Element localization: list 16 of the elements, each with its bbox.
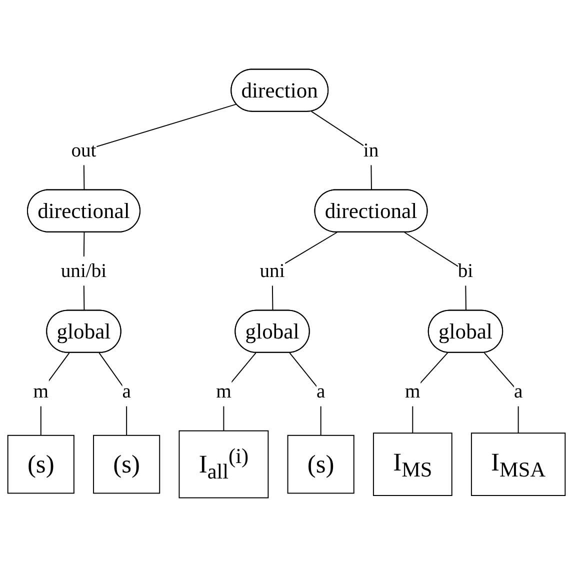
- node-box: I$_{MSA}$: [470, 432, 566, 496]
- edge-label: uni: [260, 260, 285, 282]
- edge-label: in: [363, 140, 379, 162]
- edge-label: a: [316, 380, 326, 402]
- edge-label: out: [71, 140, 96, 162]
- edge-label: uni/bi: [60, 260, 107, 282]
- edge-label: a: [122, 380, 131, 402]
- node-box: I$_{MS}$: [372, 432, 452, 496]
- node-box: (s): [287, 434, 354, 494]
- edge-label: m: [33, 380, 49, 402]
- node-box: (s): [93, 434, 160, 494]
- edge-label: a: [514, 380, 523, 402]
- node-box: (s): [7, 434, 74, 494]
- edge-label: m: [216, 380, 232, 402]
- edge-label: bi: [458, 260, 474, 282]
- edge-label: m: [405, 380, 420, 402]
